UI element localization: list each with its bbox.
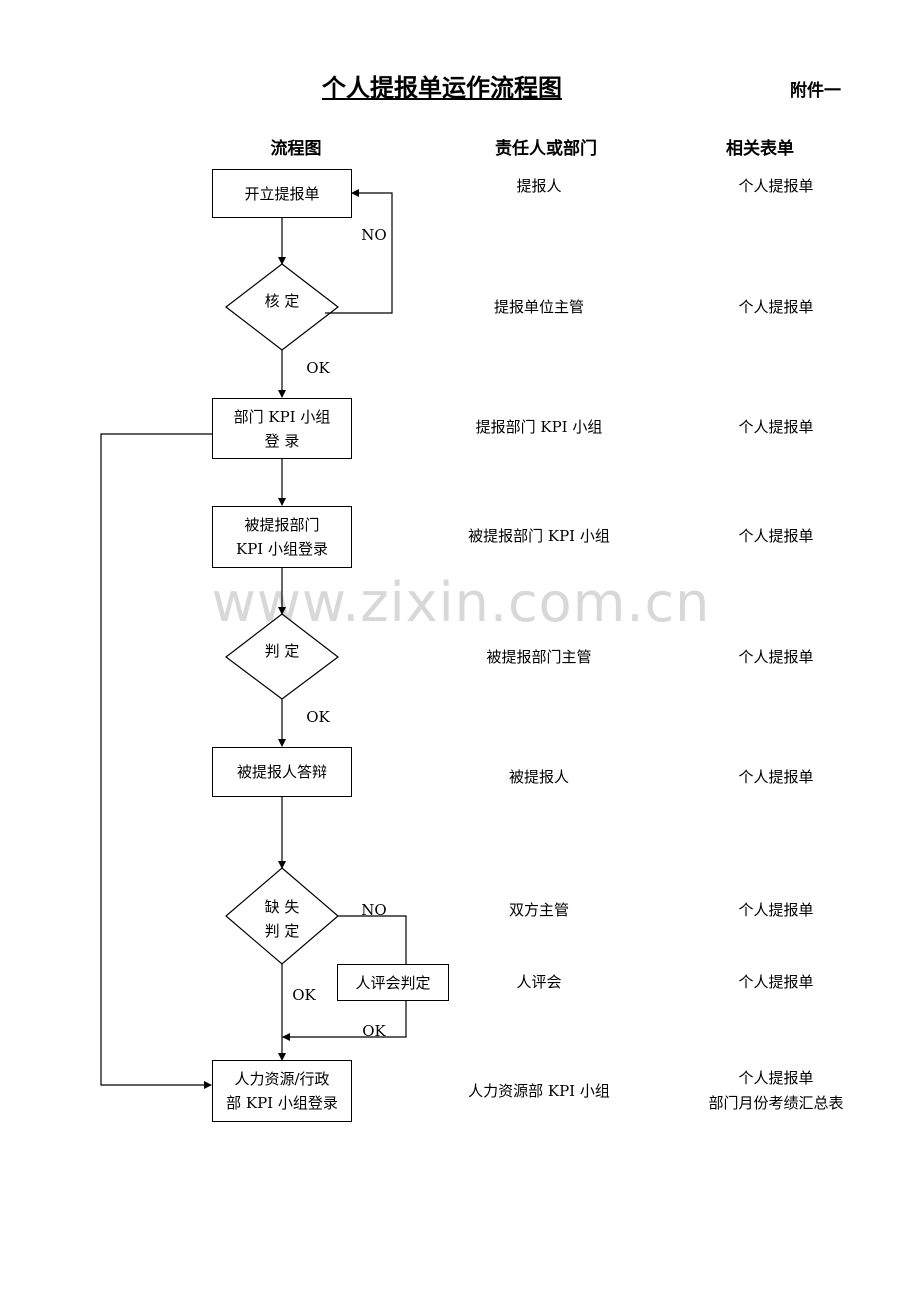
node-committee: 人评会判定 xyxy=(337,964,449,1001)
form-cell: 个人提报单 xyxy=(738,298,814,316)
form-cell: 个人提报单 xyxy=(738,177,814,195)
label-ok-3: OK xyxy=(292,986,316,1004)
node-defense: 被提报人答辩 xyxy=(212,747,352,797)
form-cell: 个人提报单 xyxy=(738,768,814,786)
node-text: 被提报人答辩 xyxy=(236,763,327,781)
line-no-branch xyxy=(338,915,407,964)
form-cell: 个人提报单 xyxy=(738,973,814,991)
node-text: 开立提报单 xyxy=(244,184,320,203)
node-target-kpi-login: 被提报部门 KPI 小组登录 xyxy=(212,506,352,568)
arrow-no-loop xyxy=(325,189,393,314)
owner-cell: 被提报部门主管 xyxy=(486,648,592,666)
diamond-check-text: 核 定 xyxy=(264,292,300,310)
label-no-2: NO xyxy=(361,901,387,919)
node-text: 人评会判定 xyxy=(355,973,431,992)
node-hr-login: 人力资源/行政 部 KPI 小组登录 xyxy=(212,1060,352,1122)
node-text: 登 录 xyxy=(264,431,300,450)
form-cell: 个人提报单 xyxy=(738,418,814,436)
owner-cell: 被提报人 xyxy=(508,768,570,786)
owner-cell: 提报人 xyxy=(516,177,562,195)
watermark: www.zixin.com.cn xyxy=(211,571,711,634)
node-text: 人力资源/行政 xyxy=(234,1070,330,1088)
header-owner: 责任人或部门 xyxy=(495,139,597,159)
owner-cell: 双方主管 xyxy=(508,901,570,919)
header-flow: 流程图 xyxy=(270,139,322,159)
page-title: 个人提报单运作流程图 xyxy=(322,73,562,102)
form-cell: 个人提报单 xyxy=(738,1069,814,1087)
form-cell: 个人提报单 xyxy=(738,901,814,919)
node-text: 部 KPI 小组登录 xyxy=(226,1094,338,1112)
diamond-judge-text: 判 定 xyxy=(264,642,300,660)
owner-cell: 人力资源部 KPI 小组 xyxy=(468,1082,610,1100)
node-text: 部门 KPI 小组 xyxy=(233,407,331,426)
diamond-missing-text-2: 判 定 xyxy=(264,922,300,940)
form-cell: 个人提报单 xyxy=(738,527,814,545)
node-open-report: 开立提报单 xyxy=(212,169,352,218)
owner-cell: 人评会 xyxy=(516,973,562,991)
label-ok-4: OK xyxy=(362,1022,386,1040)
form-cell: 个人提报单 xyxy=(738,648,814,666)
annex-label: 附件一 xyxy=(790,81,841,101)
owner-cell: 提报部门 KPI 小组 xyxy=(475,418,603,436)
diamond-missing-text-1: 缺 失 xyxy=(264,898,300,916)
node-dept-kpi-login: 部门 KPI 小组 登 录 xyxy=(212,398,352,459)
header-forms: 相关表单 xyxy=(726,139,794,159)
arrow-left-bypass xyxy=(100,433,212,1089)
label-ok-1: OK xyxy=(306,359,330,377)
owner-cell: 提报单位主管 xyxy=(493,298,585,316)
node-text: KPI 小组登录 xyxy=(236,540,328,558)
arrow-ok-return xyxy=(282,1000,407,1041)
label-no-1: NO xyxy=(361,226,387,244)
label-ok-2: OK xyxy=(306,708,330,726)
owner-cell: 被提报部门 KPI 小组 xyxy=(468,527,610,545)
form-cell: 部门月份考绩汇总表 xyxy=(708,1094,844,1112)
node-text: 被提报部门 xyxy=(244,516,320,534)
